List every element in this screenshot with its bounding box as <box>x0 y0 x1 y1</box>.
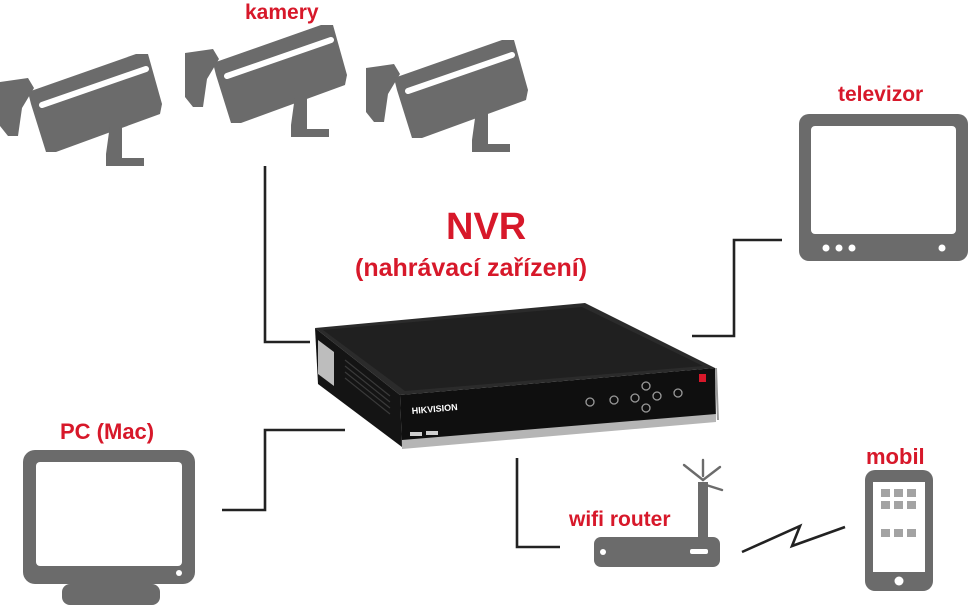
line-cameras-nvr <box>263 166 310 344</box>
tv-button-icon <box>835 244 843 252</box>
nvr-button-icon <box>630 393 640 403</box>
tv-button-icon <box>848 244 856 252</box>
mobile-label: mobil <box>866 444 925 469</box>
line-nvr-pc <box>222 428 345 512</box>
nvr-button-icon <box>652 391 662 401</box>
phone-home-button-icon <box>894 576 904 586</box>
nvr-device: HIKVISION <box>315 303 719 449</box>
nvr-button-icon <box>585 397 595 407</box>
line-nvr-router <box>515 458 560 549</box>
cameras-label: kamery <box>245 1 319 24</box>
nvr-button-icon <box>609 395 619 405</box>
power-indicator-icon <box>699 374 706 382</box>
tv-power-icon <box>938 244 946 252</box>
line-nvr-tv <box>692 238 782 338</box>
router-led-icon <box>600 549 606 555</box>
pc-label: PC (Mac) <box>60 419 155 444</box>
nvr-button-icon <box>641 403 651 413</box>
tv-icon <box>799 114 968 261</box>
router-icon <box>594 458 724 567</box>
monitor-power-icon <box>176 570 182 576</box>
nvr-button-icon <box>673 388 683 398</box>
camera-icon <box>0 54 162 166</box>
tv-label: televizor <box>838 83 924 106</box>
usb-port-icon <box>410 432 422 436</box>
camera-icon <box>366 40 528 152</box>
camera-icon <box>185 25 347 137</box>
router-antenna-icon <box>698 482 708 540</box>
wireless-link <box>741 523 846 554</box>
router-label: wifi router <box>569 508 671 531</box>
tv-button-icon <box>822 244 830 252</box>
monitor-icon <box>23 450 195 605</box>
brand-logo: HIKVISION <box>411 402 458 416</box>
router-port-icon <box>690 549 708 554</box>
nvr-subtitle: (nahrávací zařízení) <box>355 254 588 282</box>
monitor-stand-icon <box>62 584 160 605</box>
phone-icon <box>865 470 933 591</box>
nvr-title: NVR <box>446 206 527 248</box>
usb-port-icon <box>426 431 438 435</box>
nvr-button-icon <box>641 381 651 391</box>
